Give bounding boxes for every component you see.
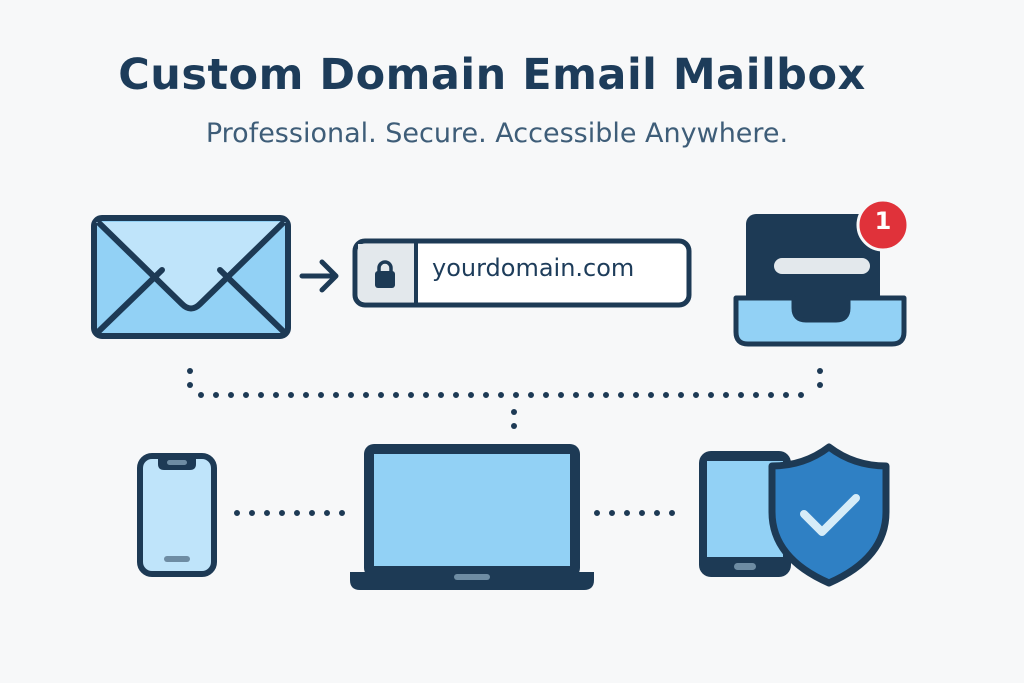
laptop-icon — [350, 444, 594, 590]
notification-count: 1 — [874, 207, 892, 235]
envelope-icon — [91, 215, 291, 339]
shield-check-icon — [768, 443, 890, 587]
page-subtitle: Professional. Secure. Accessible Anywher… — [205, 118, 789, 149]
domain-address-bar[interactable] — [352, 238, 692, 308]
inbox-tray-icon — [733, 214, 907, 347]
domain-text: yourdomain.com — [432, 254, 635, 282]
page-title: Custom Domain Email Mailbox — [118, 50, 866, 100]
lock-icon — [375, 260, 395, 288]
arrow-right-icon — [299, 259, 339, 293]
smartphone-icon — [137, 453, 217, 577]
notification-badge — [856, 198, 910, 252]
